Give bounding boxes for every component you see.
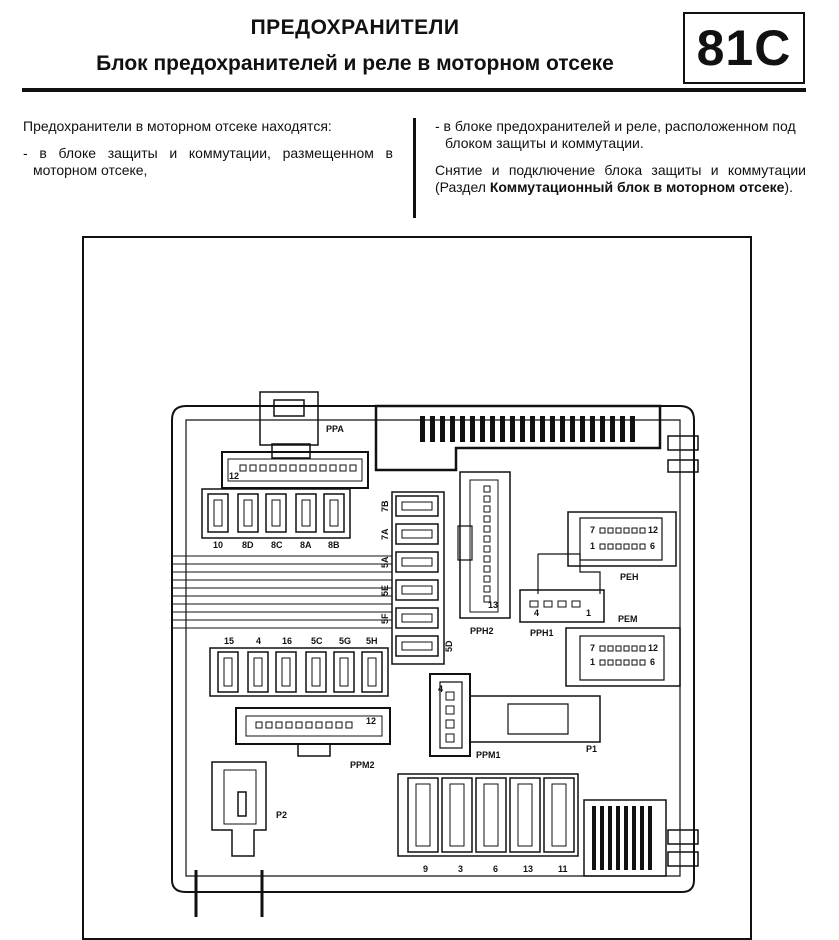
fuse-labels-mid: 15 4 16 5C 5G 5H <box>224 636 378 646</box>
pin-label: 12 <box>366 716 376 726</box>
pin-label: 6 <box>650 541 655 551</box>
fuse-label: 16 <box>282 636 292 646</box>
note-suffix: ). <box>784 179 793 195</box>
fuse-label: 7B <box>380 500 390 512</box>
pin-label: 1 <box>590 541 595 551</box>
label-ppm1: PPM1 <box>476 750 501 760</box>
column-divider <box>413 118 416 218</box>
pin-label: 12 <box>648 643 658 653</box>
section-code-badge: 81C <box>683 12 805 84</box>
label-pph2: PPH2 <box>470 626 494 636</box>
label-ppa: PPA <box>326 424 344 434</box>
list-item-1: - в блоке защиты и коммутации, размещенн… <box>23 145 393 178</box>
label-p1: P1 <box>586 744 597 754</box>
fuse-label: 5G <box>339 636 351 646</box>
fuse-label: 7A <box>380 528 390 540</box>
fuse-label: 8D <box>242 540 254 550</box>
list-item-2: - в блоке предохранителей и реле, распол… <box>435 118 796 151</box>
fuse-label: 8C <box>271 540 283 550</box>
fuse-labels-vertical: 7B 7A 5A 5E 5F 5D <box>380 500 454 652</box>
pin-label: 12 <box>229 471 239 481</box>
pin-label: 12 <box>648 525 658 535</box>
fuse-label: 5H <box>366 636 378 646</box>
fuse-label: 5A <box>380 556 390 568</box>
fuse-label: 10 <box>213 540 223 550</box>
fuse-labels-top: 10 8D 8C 8A 8B <box>213 540 340 550</box>
pin-label: 6 <box>650 657 655 667</box>
label-peh: PEH <box>620 572 639 582</box>
label-ppm2: PPM2 <box>350 760 375 770</box>
fuse-label: 6 <box>493 864 498 874</box>
fuse-label: 8A <box>300 540 312 550</box>
page-subtitle: Блок предохранителей и реле в моторном о… <box>96 52 614 75</box>
fuse-label: 8B <box>328 540 340 550</box>
fuse-label: 11 <box>558 864 568 874</box>
fuse-label: 3 <box>458 864 463 874</box>
label-p2: P2 <box>276 810 287 820</box>
note-link-text: Коммутационный блок в моторном отсеке <box>489 179 785 195</box>
pin-label: 1 <box>586 608 591 618</box>
fuse-labels-bottom: 9 3 6 13 11 <box>423 864 568 874</box>
page-title: ПРЕДОХРАНИТЕЛИ <box>250 16 460 39</box>
fuse-label: 13 <box>523 864 533 874</box>
pin-label: 13 <box>488 600 498 610</box>
intro-text: Предохранители в моторном отсеке находят… <box>23 118 332 134</box>
fuse-label: 5D <box>444 640 454 652</box>
fuse-label: 4 <box>256 636 261 646</box>
pin-label: 4 <box>534 608 539 618</box>
fuse-label: 9 <box>423 864 428 874</box>
fuse-label: 5C <box>311 636 323 646</box>
pin-label: 7 <box>590 525 595 535</box>
header-rule <box>22 88 806 92</box>
fuse-label: 5F <box>380 613 390 624</box>
pin-label: 7 <box>590 643 595 653</box>
pin-label: 4 <box>438 684 443 694</box>
note-prefix: Снятие и подключение блока защиты и комм… <box>435 162 806 195</box>
fuse-label: 15 <box>224 636 234 646</box>
fuse-label: 5E <box>380 585 390 596</box>
fuse-box-diagram: PPA PPH2 PPH1 PEH PEM PPM1 P1 PPM2 P2 12… <box>171 391 699 917</box>
pin-label: 1 <box>590 657 595 667</box>
removal-note: Снятие и подключение блока защиты и комм… <box>435 162 806 196</box>
label-pem: PEM <box>618 614 638 624</box>
label-pph1: PPH1 <box>530 628 554 638</box>
